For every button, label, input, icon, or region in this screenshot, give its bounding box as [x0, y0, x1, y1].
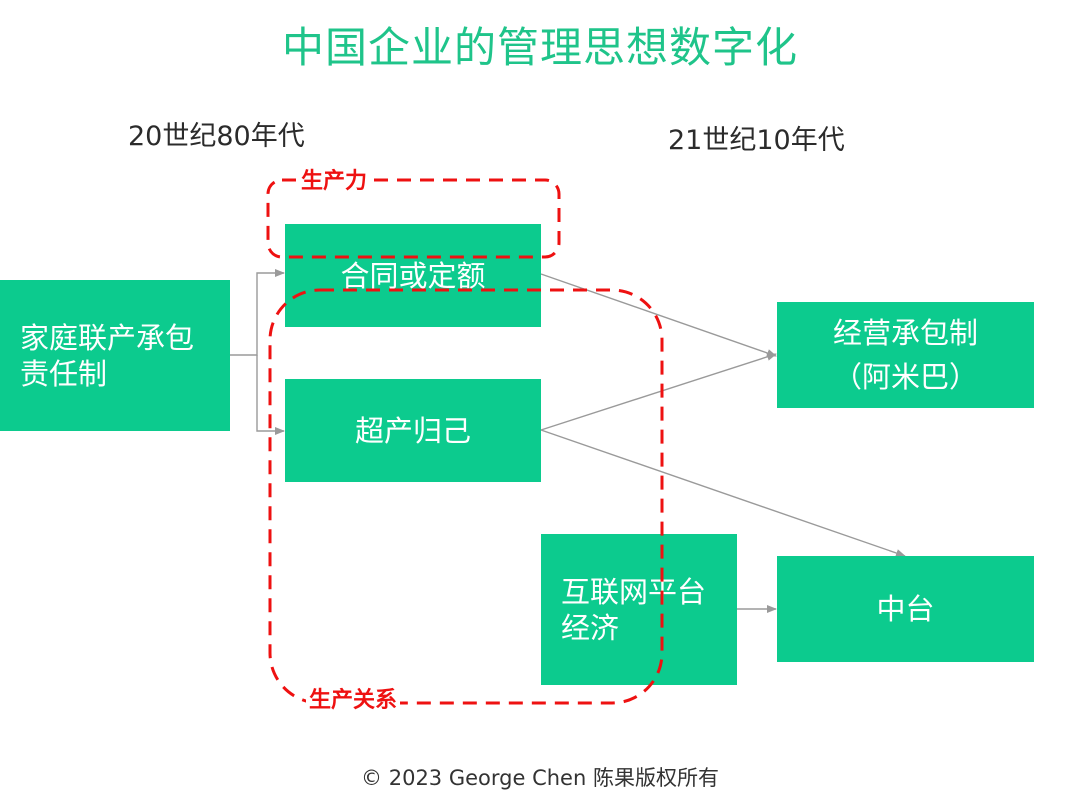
box-platform-line-1: 互联网平台: [561, 574, 707, 609]
box-contract-label: 合同或定额: [340, 258, 486, 293]
connector-household-to-contract: [230, 269, 285, 356]
connector-contract-to-amoeba: [540, 273, 777, 357]
box-amoeba-line-1: 经营承包制: [832, 316, 978, 350]
connector-surplus-to-middle-platform: [540, 429, 906, 557]
era-label-2010s: 21世纪10年代: [668, 125, 845, 156]
copyright-footer: © 2023 George Chen 陈果版权所有: [361, 766, 719, 790]
era-label-1980s: 20世纪80年代: [128, 121, 305, 152]
connector-surplus-to-amoeba: [540, 352, 777, 431]
box-surplus-retained: 超产归己: [285, 379, 541, 482]
group-label-productivity: 生产力: [298, 169, 371, 195]
box-middle-platform: 中台: [777, 556, 1034, 662]
box-internet-platform: 互联网平台 经济: [541, 534, 737, 685]
box-surplus-label: 超产归己: [354, 413, 471, 448]
box-amoeba-line-2: （阿米巴）: [832, 360, 978, 394]
group-outline-production-relations: [268, 288, 664, 705]
box-household-responsibility: 家庭联产承包 责任制: [0, 280, 230, 431]
box-household-line-2: 责任制: [20, 356, 108, 391]
connector-household-to-surplus: [256, 355, 285, 435]
page-title: 中国企业的管理思想数字化: [281, 23, 798, 72]
box-contract-quota: 合同或定额: [285, 224, 541, 327]
box-amoeba: 经营承包制 （阿米巴）: [777, 302, 1034, 408]
box-household-line-1: 家庭联产承包: [20, 320, 195, 355]
box-middle-platform-label: 中台: [876, 592, 935, 626]
group-label-production-relations: 生产关系: [306, 688, 401, 714]
group-outline-productivity: [266, 178, 561, 259]
box-platform-line-2: 经济: [561, 610, 620, 645]
